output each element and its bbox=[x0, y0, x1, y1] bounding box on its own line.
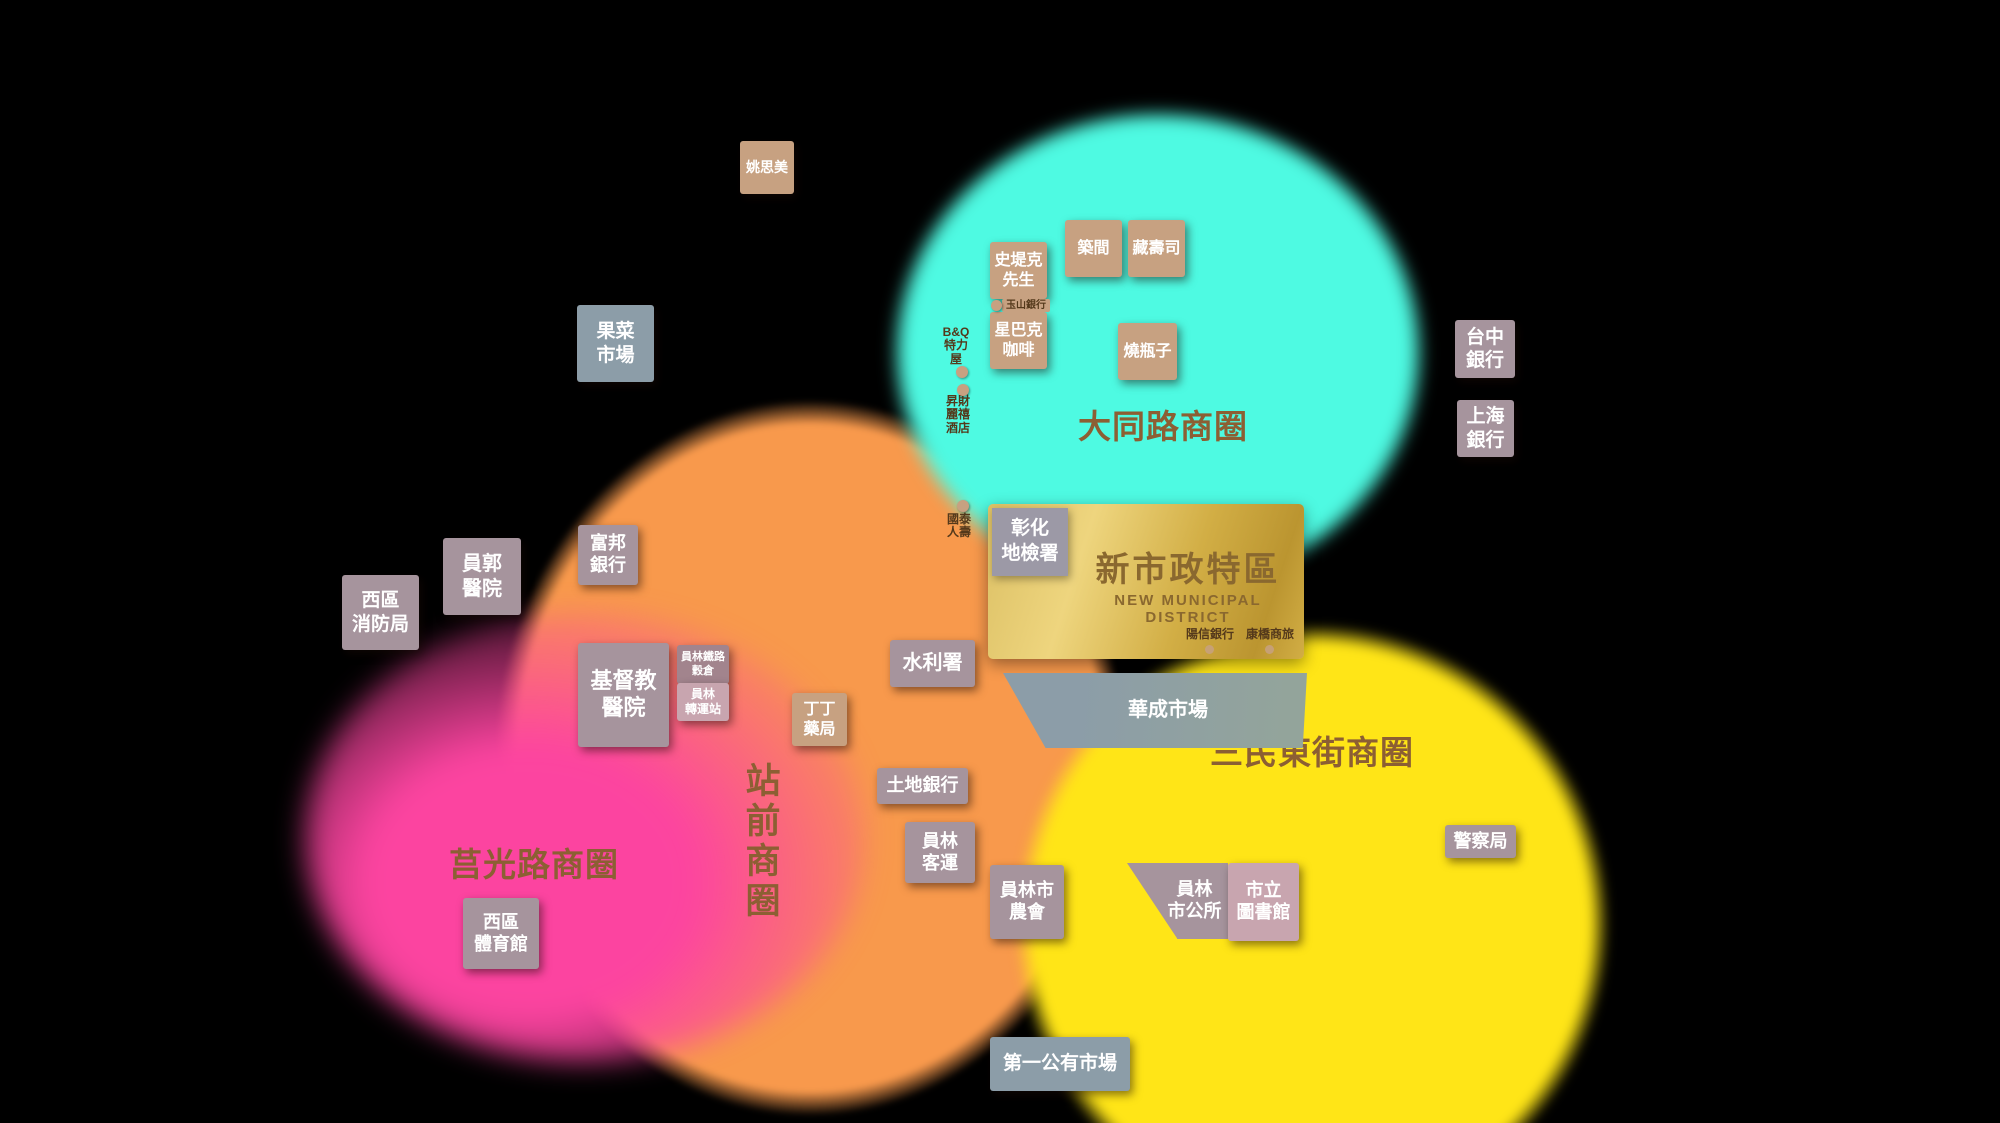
place-shanghai-bank: 上海 銀行 bbox=[1457, 400, 1514, 457]
district-title-datong: 大同路商圈 bbox=[1078, 408, 1248, 445]
place-huacheng-market: 華成市場 bbox=[1003, 673, 1307, 748]
hotel-dot-icon bbox=[957, 384, 969, 396]
map-dot-icon bbox=[1265, 645, 1275, 654]
map-dot-icon bbox=[1205, 645, 1215, 654]
place-rail-granary: 員林鐵路 穀倉 bbox=[677, 645, 729, 684]
place-farmers-association: 員林市 農會 bbox=[990, 865, 1064, 939]
place-fubon-bank: 富邦 銀行 bbox=[578, 525, 638, 585]
annotation-bq-telihwu: B&Q 特力 屋 bbox=[942, 325, 970, 366]
place-zhu-jian: 築間 bbox=[1065, 220, 1122, 277]
district-title-juguang: 莒光路商圈 bbox=[449, 846, 619, 883]
place-esun-bank: 玉山銀行 bbox=[1002, 299, 1050, 312]
place-yuanlin-bus: 員林 客運 bbox=[905, 822, 975, 883]
place-christian-hospital: 基督教 醫院 bbox=[578, 643, 669, 747]
municipal-zone-title: 新市政特區 bbox=[1095, 551, 1281, 589]
place-west-gymnasium: 西區 體育館 bbox=[463, 898, 539, 969]
tenant-sunny-bank: 陽信銀行 bbox=[1186, 625, 1234, 654]
place-kura-sushi: 藏壽司 bbox=[1128, 220, 1185, 277]
place-yuanguo-hospital: 員郭 醫院 bbox=[443, 538, 521, 615]
place-mr-steak: 史堤克 先生 bbox=[990, 242, 1047, 299]
tenant-label: 陽信銀行 bbox=[1185, 627, 1234, 641]
esun-bank-dot-icon bbox=[991, 300, 1002, 311]
place-land-bank: 土地銀行 bbox=[877, 768, 968, 804]
place-yao-si-mei: 姚思美 bbox=[740, 141, 794, 194]
tenant-label: 康橋商旅 bbox=[1245, 627, 1294, 641]
municipal-zone-card: 彰化 地檢署 新市政特區 NEW MUNICIPAL DISTRICT 陽信銀行… bbox=[988, 504, 1304, 659]
bq-dot-icon bbox=[956, 366, 968, 378]
place-fruit-veg-market: 果菜 市場 bbox=[577, 305, 654, 382]
annotation-shengcai-lixi-hotel: 昇財 麗禧 酒店 bbox=[945, 394, 970, 435]
place-city-library: 市立 圖書館 bbox=[1228, 863, 1299, 941]
place-first-public-market: 第一公有市場 bbox=[990, 1037, 1130, 1091]
place-shao-ping-zi: 燒瓶子 bbox=[1118, 323, 1177, 380]
place-water-bureau: 水利署 bbox=[890, 640, 975, 687]
place-taichung-bank: 台中 銀行 bbox=[1455, 320, 1515, 378]
annotation-cathay-life: 國泰 人壽 bbox=[946, 512, 971, 540]
tenant-kindness-hotel: 康橋商旅 bbox=[1246, 625, 1294, 654]
zone-tenants: 陽信銀行 康橋商旅 bbox=[1186, 625, 1294, 654]
place-transfer-station: 員林 轉運站 bbox=[677, 683, 729, 721]
district-title-zhanqian: 站前商圈 bbox=[740, 762, 780, 922]
place-starbucks: 星巴克 咖啡 bbox=[990, 312, 1047, 369]
municipal-zone-subtitle: NEW MUNICIPAL DISTRICT bbox=[1114, 592, 1262, 626]
place-dingding-pharmacy: 丁丁 藥局 bbox=[792, 693, 847, 746]
place-police-bureau: 警察局 bbox=[1445, 825, 1516, 858]
changhua-prosecutors-office-box: 彰化 地檢署 bbox=[992, 508, 1068, 576]
cathay-dot-icon bbox=[957, 500, 969, 512]
place-west-fire-bureau: 西區 消防局 bbox=[342, 575, 419, 650]
